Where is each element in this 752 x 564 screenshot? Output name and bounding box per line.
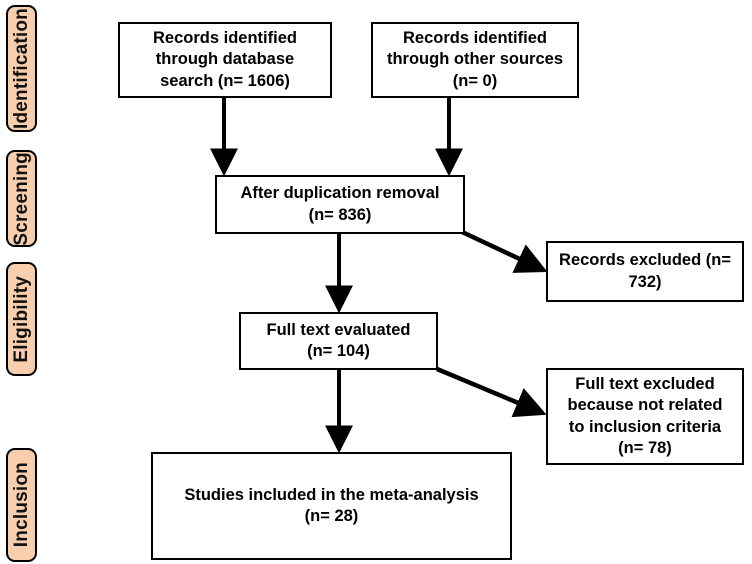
connector-dedup-to-records-excluded (459, 228, 548, 273)
box-records-identified-database-text: Records identified through database sear… (153, 29, 297, 90)
box-full-text-evaluated: Full text evaluated (n= 104) (239, 312, 438, 370)
box-records-identified-database: Records identified through database sear… (118, 22, 332, 98)
box-records-excluded-text: Records excluded (n= 732) (559, 251, 731, 291)
box-studies-included-text: Studies included in the meta-analysis (n… (184, 485, 479, 525)
box-full-text-excluded: Full text excluded because not related t… (546, 368, 744, 465)
stage-label-inclusion: Inclusion (11, 462, 32, 548)
stage-label-identification: Identification (11, 7, 32, 130)
box-after-duplication-removal-text: After duplication removal (n= 836) (240, 184, 440, 224)
stage-tag-inclusion: Inclusion (6, 448, 37, 562)
box-studies-included: Studies included in the meta-analysis (n… (151, 452, 512, 560)
stage-label-screening: Screening (11, 151, 32, 246)
box-full-text-evaluated-text: Full text evaluated (n= 104) (266, 320, 411, 360)
box-records-identified-other-text: Records identified through other sources… (386, 29, 563, 90)
stage-label-eligibility: Eligibility (11, 275, 32, 363)
stage-tag-identification: Identification (6, 5, 37, 132)
connector-fulltext-to-fulltext-excluded (436, 366, 547, 418)
box-after-duplication-removal: After duplication removal (n= 836) (215, 175, 465, 234)
stage-tag-eligibility: Eligibility (6, 262, 37, 376)
box-records-excluded: Records excluded (n= 732) (546, 241, 744, 302)
box-records-identified-other: Records identified through other sources… (371, 22, 579, 98)
stage-tag-screening: Screening (6, 150, 37, 247)
box-full-text-excluded-text: Full text excluded because not related t… (567, 375, 723, 457)
